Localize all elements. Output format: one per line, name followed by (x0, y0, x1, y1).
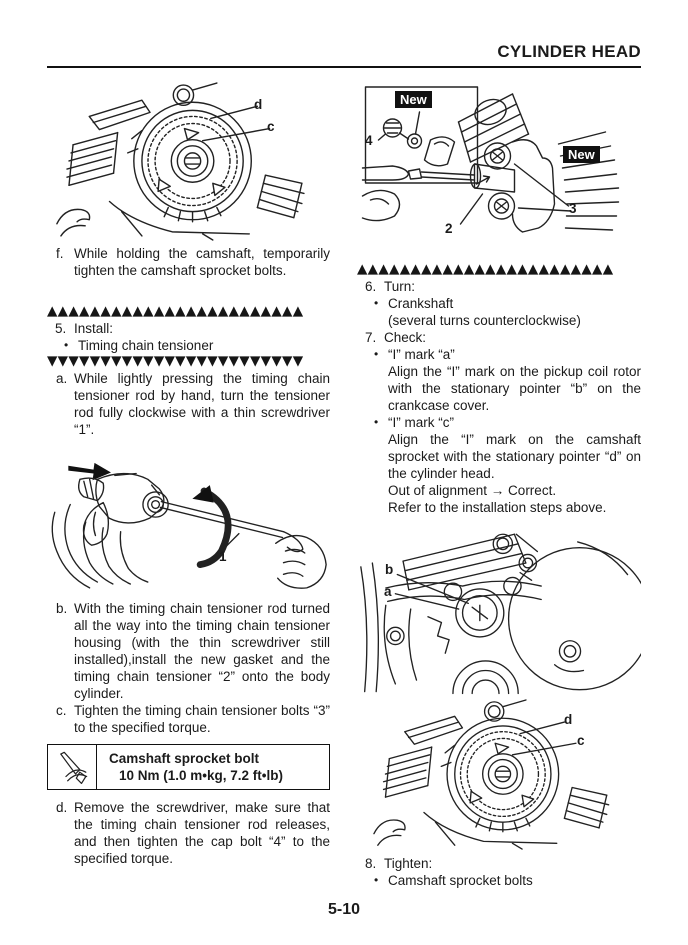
step-6: 6. Turn: (357, 278, 641, 295)
figure-camshaft-sprocket-bottom: d c (357, 699, 641, 851)
step-f-marker: f. (56, 246, 64, 261)
step-a-text: While lightly pressing the timing chain … (74, 371, 330, 437)
check-c-label: “I” mark “c” (388, 415, 454, 430)
torque-spec-value: 10 Nm (1.0 m•kg, 7.2 ft•lb) (119, 768, 283, 783)
new-part-tag-inset: New (395, 91, 432, 108)
callout-label-b: b (385, 562, 394, 577)
step-d: d. Remove the screwdriver, make sure tha… (47, 799, 330, 867)
step-8: 8. Tighten: (357, 855, 641, 872)
step-b-marker: b. (56, 601, 68, 616)
new-part-tag-gasket: New (563, 146, 600, 163)
step-8-title: Tighten: (384, 856, 433, 871)
step-5: 5. Install: (47, 320, 330, 337)
callout-label-d: d (564, 712, 573, 727)
step-8-bullet-item: • Camshaft sprocket bolts (357, 872, 641, 889)
right-column: New New 4 2 3 ▲▲▲▲▲▲▲▲▲▲▲▲▲▲▲▲▲▲▲▲▲▲▲▲ 6… (357, 80, 641, 889)
step-6-bullet-text: Crankshaft (388, 296, 454, 311)
header-rule (47, 66, 641, 68)
callout-label-4: 4 (365, 133, 373, 148)
figure-camshaft-sprocket-top: d c (47, 82, 330, 242)
check-a-bullet-item: • “I” mark “a” (357, 346, 641, 363)
torque-wrench-icon (48, 745, 97, 789)
step-c: c. Tighten the timing chain tensioner bo… (47, 702, 330, 736)
step-8-marker: 8. (365, 856, 377, 871)
step-6-marker: 6. (365, 279, 377, 294)
step-b-text: With the timing chain tensioner rod turn… (74, 601, 330, 701)
check-a-text: Align the “I” mark on the pickup coil ro… (388, 364, 641, 413)
camshaft-sprocket-illustration (373, 699, 610, 850)
step-6-bullet-note: (several turns counterclockwise) (388, 313, 581, 328)
step-b: b. With the timing chain tensioner rod t… (47, 600, 330, 702)
bullet-dot: • (64, 338, 69, 352)
step-a: a. While lightly pressing the timing cha… (47, 370, 330, 438)
torque-spec-box: Camshaft sprocket bolt 10 Nm (1.0 m•kg, … (47, 744, 330, 790)
step-8-bullet-text: Camshaft sprocket bolts (388, 873, 533, 888)
separator-triangles-up: ▲▲▲▲▲▲▲▲▲▲▲▲▲▲▲▲▲▲▲▲▲▲▲▲ (47, 304, 304, 318)
separator-triangles-up: ▲▲▲▲▲▲▲▲▲▲▲▲▲▲▲▲▲▲▲▲▲▲▲▲ (357, 262, 614, 276)
figure-tensioner-hand: 1 (47, 448, 330, 594)
bullet-dot: • (374, 873, 379, 887)
callout-label-c: c (267, 119, 275, 134)
check-c-bullet-item: • “I” mark “c” (357, 414, 641, 431)
step-f: f. While holding the camshaft, temporari… (47, 245, 330, 279)
step-c-marker: c. (56, 703, 67, 718)
step-5-marker: 5. (55, 321, 67, 336)
check-a-label: “I” mark “a” (388, 347, 455, 362)
figure-pickup-rotor: b a (357, 525, 641, 697)
figure-tensioner-install: New New 4 2 3 (357, 84, 641, 248)
torque-spec-title: Camshaft sprocket bolt (109, 751, 260, 766)
callout-label-d: d (254, 97, 263, 112)
step-a-marker: a. (56, 371, 68, 386)
page-number: 5-10 (327, 901, 361, 918)
check-c-text: Align the “I” mark on the camshaft sproc… (388, 432, 641, 481)
step-7-marker: 7. (365, 330, 377, 345)
bullet-dot: • (374, 296, 379, 310)
step-c-text: Tighten the timing chain tensioner bolts… (74, 703, 330, 735)
bullet-dot: • (374, 415, 379, 429)
step-6-title: Turn: (384, 279, 416, 294)
step-7: 7. Check: (357, 329, 641, 346)
callout-label-2: 2 (445, 221, 453, 236)
step-5-title: Install: (74, 321, 114, 336)
step-5-bullet-text: Timing chain tensioner (78, 338, 214, 353)
tensioner-install-illustration (361, 86, 620, 233)
separator-triangles-down: ▼▼▼▼▼▼▼▼▼▼▼▼▼▼▼▼▼▼▼▼▼▼▼▼ (47, 354, 304, 368)
step-d-marker: d. (56, 800, 68, 815)
step-6-bullet-item: • Crankshaft (357, 295, 641, 312)
camshaft-sprocket-illustration (56, 82, 305, 241)
step-5-bullet-item: • Timing chain tensioner (47, 337, 330, 354)
step-d-text: Remove the screwdriver, make sure that t… (74, 800, 330, 866)
callout-label-a: a (384, 584, 392, 599)
tensioner-hand-illustration (51, 462, 327, 589)
check-c-note: Refer to the installation steps above. (388, 500, 607, 515)
left-column: d c f. While holding the camshaft, tempo… (47, 80, 330, 867)
callout-label-c: c (577, 733, 585, 748)
callout-label-1: 1 (219, 549, 227, 564)
step-7-title: Check: (384, 330, 427, 345)
page-title: CYLINDER HEAD (497, 42, 641, 61)
pickup-rotor-illustration (360, 533, 641, 695)
step-f-text: While holding the camshaft, temporarily … (74, 246, 330, 278)
callout-label-3: 3 (569, 201, 577, 216)
check-c-result: Out of alignment → Correct. (388, 483, 557, 498)
bullet-dot: • (374, 347, 379, 361)
torque-spec-text: Camshaft sprocket bolt 10 Nm (1.0 m•kg, … (97, 745, 329, 789)
